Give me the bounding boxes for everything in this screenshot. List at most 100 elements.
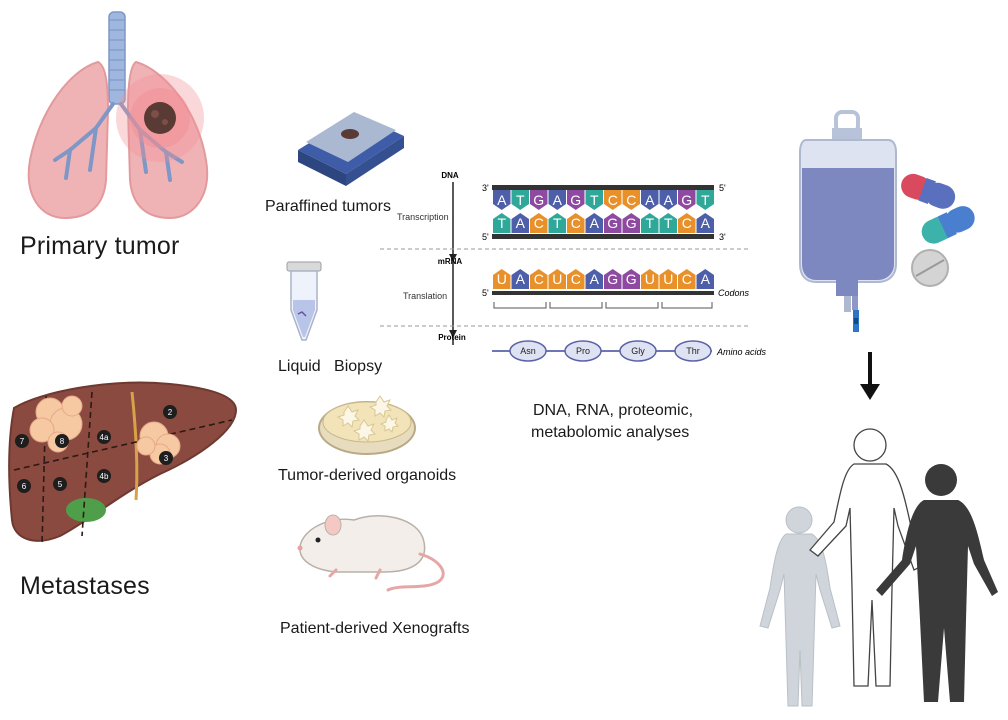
amino-acid-label-2: Gly — [631, 346, 645, 356]
liver-segment-2: 2 — [168, 408, 173, 417]
amino-acid-0 — [509, 340, 547, 362]
mrna-base-9 — [659, 269, 677, 289]
central-dogma-diagram: DNA mRNA Protein Transcription Translati… — [380, 171, 767, 362]
protein-label: Protein — [438, 333, 466, 342]
amino-acid-label-1: Pro — [576, 346, 590, 356]
dna-bottom-letter-10: C — [682, 215, 692, 231]
transcription-label: Transcription — [397, 212, 449, 222]
dna-top-letter-0: A — [497, 192, 507, 208]
amino-acid-label-0: Asn — [520, 346, 536, 356]
dna-bottom-base-2 — [530, 213, 548, 233]
mrna-base-4 — [567, 269, 585, 289]
mrna-letter-0: U — [497, 271, 507, 287]
sample-tube-icon — [286, 261, 322, 341]
dna-bottom-letter-9: T — [664, 215, 673, 231]
dna-bottom-base-11 — [696, 213, 714, 233]
dna-bottom-3prime: 3' — [719, 232, 726, 242]
dna-bottom-letter-8: T — [645, 215, 654, 231]
mrna-base-1 — [511, 269, 529, 289]
liver-segment-7: 7 — [20, 437, 25, 446]
dna-top-letter-7: C — [626, 192, 636, 208]
mrna-letter-10: C — [682, 271, 692, 287]
liver-icon: 2 3 4a 4b 5 6 7 8 — [8, 381, 238, 545]
dna-top-letter-2: G — [533, 192, 544, 208]
dna-bottom-5prime: 5' — [482, 232, 489, 242]
dna-bottom-base-1 — [511, 213, 529, 233]
dna-bottom-base-0 — [493, 213, 511, 233]
translation-label: Translation — [403, 291, 447, 301]
metastases-label: Metastases — [20, 572, 150, 600]
dna-bottom-letter-1: A — [516, 215, 526, 231]
amino-acid-chain: Asn Pro Gly Thr — [509, 340, 712, 362]
dna-bottom-letter-0: T — [497, 215, 506, 231]
dna-bottom-base-8 — [641, 213, 659, 233]
liver-segment-markers — [15, 405, 177, 493]
dna-bottom-base-9 — [659, 213, 677, 233]
dna-top-3prime: 3' — [482, 183, 489, 193]
mrna-letter-1: A — [516, 271, 526, 287]
mrna-letter-11: A — [701, 271, 711, 287]
dna-top-base-8 — [641, 190, 659, 210]
amino-acid-label-3: Thr — [686, 346, 700, 356]
codon-brackets — [493, 302, 713, 309]
dna-top-base-1 — [511, 190, 529, 210]
dna-bottom-letter-7: G — [626, 215, 637, 231]
amino-acid-1 — [564, 340, 602, 362]
mrna-letter-7: G — [626, 271, 637, 287]
dna-bottom-letter-6: G — [607, 215, 618, 231]
mrna-base-11 — [696, 269, 714, 289]
dna-label: DNA — [441, 171, 459, 180]
xenografts-label: Patient-derived Xenografts — [280, 620, 470, 637]
dna-top-base-10 — [678, 190, 696, 210]
dna-top-letter-4: G — [570, 192, 581, 208]
mrna-letter-2: C — [534, 271, 544, 287]
dna-top-letter-1: T — [516, 192, 525, 208]
dna-bottom-base-5 — [585, 213, 603, 233]
liver-segment-8: 8 — [60, 437, 65, 446]
mrna-base-10 — [678, 269, 696, 289]
tumor-organoids-label: Tumor-derived organoids — [278, 467, 457, 484]
mrna-letter-9: U — [663, 271, 673, 287]
lungs-icon — [27, 11, 209, 220]
mrna-base-0 — [493, 269, 511, 289]
arrow-down-icon — [860, 352, 880, 400]
liver-segment-6: 6 — [22, 482, 27, 491]
dna-top-base-11 — [696, 190, 714, 210]
mrna-letter-4: C — [571, 271, 581, 287]
primary-tumor-label: Primary tumor — [20, 232, 180, 260]
dna-top-base-4 — [567, 190, 585, 210]
dna-top-letter-6: C — [608, 192, 618, 208]
liver-segment-5: 5 — [58, 480, 63, 489]
paraffin-block-icon — [298, 112, 404, 186]
liquid-biopsy-label: Liquid Biopsy — [278, 358, 383, 375]
dna-bottom-base-4 — [567, 213, 585, 233]
mouse-icon — [297, 514, 445, 592]
amino-acid-2 — [619, 340, 657, 362]
dna-bottom-base-7 — [622, 213, 640, 233]
dna-bottom-letter-3: T — [553, 215, 562, 231]
mrna-base-2 — [530, 269, 548, 289]
dna-top-base-0 — [493, 190, 511, 210]
dna-top-letter-10: G — [681, 192, 692, 208]
analyses-label-line2: metabolomic analyses — [531, 424, 690, 441]
mrna-letter-5: A — [590, 271, 600, 287]
dna-top-base-6 — [604, 190, 622, 210]
mrna-letter-6: G — [607, 271, 618, 287]
petri-dish-icon — [318, 395, 416, 455]
dna-bottom-base-10 — [678, 213, 696, 233]
dna-top-letter-9: A — [664, 192, 674, 208]
mrna-base-3 — [548, 269, 566, 289]
liver-segment-4b: 4b — [100, 472, 109, 481]
dna-bottom-base-6 — [604, 213, 622, 233]
human-figures-icon — [759, 428, 998, 707]
dna-bottom-letter-5: A — [590, 215, 600, 231]
mrna-base-6 — [604, 269, 622, 289]
codons-label: Codons — [718, 288, 750, 298]
dna-top-base-2 — [530, 190, 548, 210]
analyses-label-line1: DNA, RNA, proteomic, — [533, 402, 694, 419]
mrna-base-5 — [585, 269, 603, 289]
dna-top-letter-3: A — [553, 192, 563, 208]
dna-bottom-letter-11: A — [701, 215, 711, 231]
